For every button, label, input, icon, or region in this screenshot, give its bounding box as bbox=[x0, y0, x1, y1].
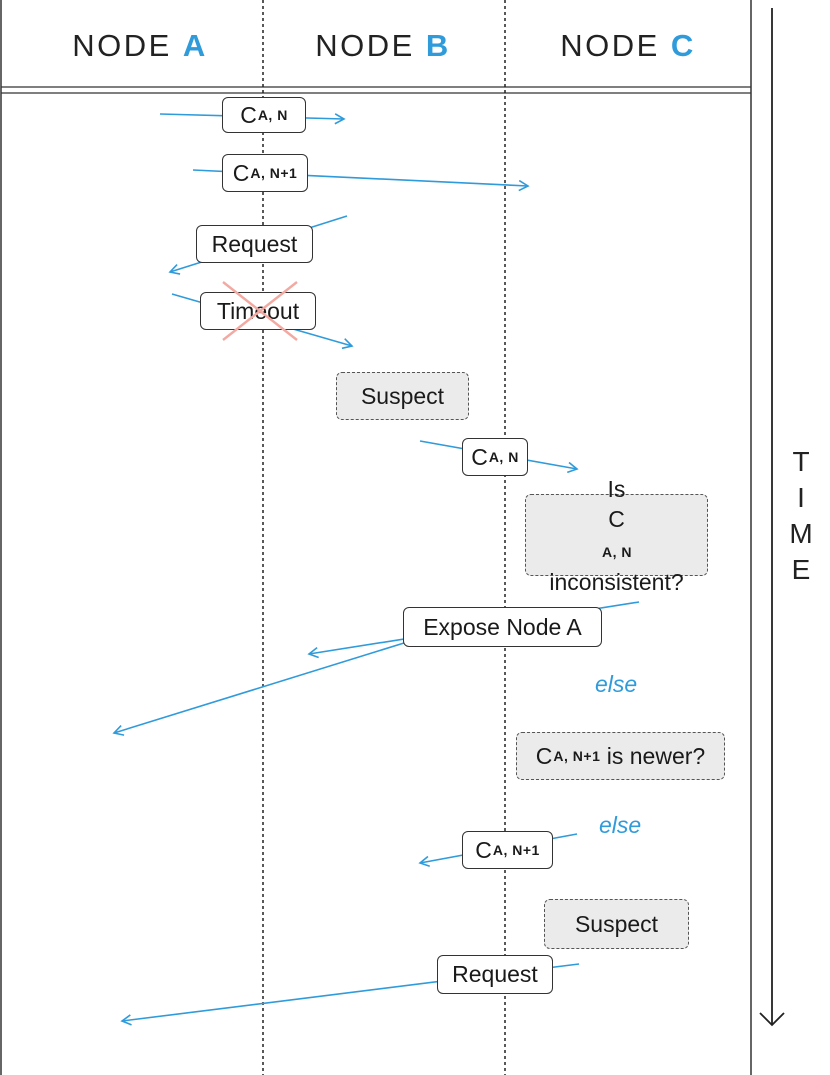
message-request-text: Request bbox=[211, 230, 298, 257]
header-node-a-prefix: NODE bbox=[72, 28, 172, 63]
message-cert-base: C bbox=[471, 443, 488, 470]
message-cert-subscript: A, N bbox=[488, 449, 519, 465]
check-cert-base: C bbox=[535, 742, 553, 769]
else-label-2: else bbox=[599, 812, 642, 838]
time-letter: E bbox=[791, 554, 811, 585]
time-axis-arrowhead bbox=[759, 1012, 785, 1027]
check-inconsistent-line2: inconsistent? bbox=[549, 568, 684, 595]
check-cert-subscript: A, N bbox=[602, 543, 632, 560]
time-letter: I bbox=[797, 482, 805, 513]
message-cert-subscript: A, N bbox=[257, 107, 288, 123]
timeout-cross-icon bbox=[222, 281, 298, 341]
state-suspect-1: Suspect bbox=[336, 372, 469, 420]
time-axis-label: T I M E bbox=[784, 444, 818, 588]
header-node-b-letter: B bbox=[425, 28, 451, 63]
else-label-1: else bbox=[595, 671, 638, 697]
header-node-a: NODE A bbox=[40, 24, 240, 68]
time-letter: T bbox=[792, 446, 810, 477]
message-cert-base: C bbox=[240, 101, 257, 128]
header-node-c-letter: C bbox=[670, 28, 696, 63]
message-cert-subscript: A, N+1 bbox=[250, 165, 298, 181]
header-node-b-prefix: NODE bbox=[315, 28, 415, 63]
header-node-a-letter: A bbox=[182, 28, 208, 63]
message-cert-base: C bbox=[232, 159, 250, 186]
header-node-b: NODE B bbox=[283, 24, 483, 68]
check-inconsistent-line1: Is C A, N bbox=[601, 474, 632, 567]
check-cert-subscript: A, N+1 bbox=[553, 748, 601, 764]
state-suspect-text: Suspect bbox=[574, 910, 659, 937]
time-letter: M bbox=[789, 518, 813, 549]
state-suspect-2: Suspect bbox=[544, 899, 689, 949]
message-cert-base: C bbox=[475, 836, 492, 863]
state-suspect-text: Suspect bbox=[360, 382, 445, 409]
message-expose-node-a: Expose Node A bbox=[403, 607, 602, 647]
check-newer-suffix: is newer? bbox=[600, 742, 706, 769]
check-prefix: Is bbox=[607, 475, 626, 502]
message-cert-subscript: A, N+1 bbox=[492, 842, 540, 858]
check-cert-base: C bbox=[608, 505, 625, 532]
header-node-c-prefix: NODE bbox=[560, 28, 660, 63]
message-request-text: Request bbox=[452, 961, 538, 987]
arrow-expose-to-a bbox=[112, 642, 405, 736]
message-expose-text: Expose Node A bbox=[423, 613, 582, 640]
header-node-c: NODE C bbox=[528, 24, 728, 68]
message-request-2: Request bbox=[437, 955, 553, 994]
check-inconsistent: Is C A, N inconsistent? bbox=[525, 476, 708, 595]
message-request-1: Request bbox=[196, 225, 313, 263]
